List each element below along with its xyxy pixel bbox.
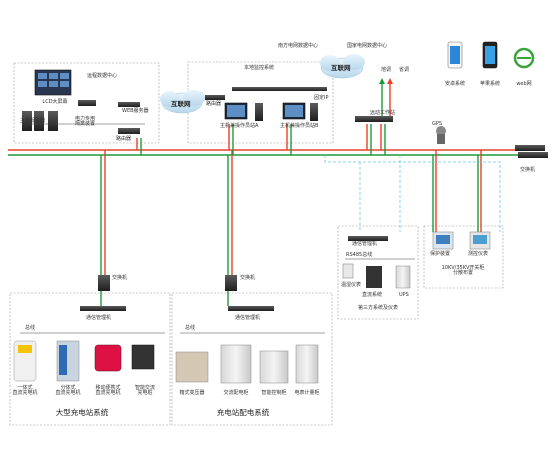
third-party-comm-label: 通信管理机 bbox=[352, 241, 378, 247]
distribution-item-2: 交流配电柜 bbox=[223, 390, 249, 396]
gps-label: GPS bbox=[432, 121, 443, 127]
frame-distribution bbox=[171, 292, 333, 426]
local-router bbox=[205, 95, 225, 100]
web-server-label: WEB服务器 bbox=[122, 108, 149, 114]
measure-label: 测控仪表 bbox=[468, 251, 489, 257]
server-1 bbox=[22, 111, 32, 131]
gps-device bbox=[436, 126, 446, 144]
switch-a-label: 交换机 bbox=[112, 275, 128, 281]
client-icons bbox=[447, 41, 535, 69]
switchgear-title: 10KV/35KV开关柜 分散布置 bbox=[441, 265, 485, 276]
frame-switchgear bbox=[423, 225, 504, 289]
charging-devices bbox=[13, 306, 165, 382]
lcd-label: LCD大屏幕 bbox=[42, 99, 68, 105]
charging-title: 大型充电站系统 bbox=[55, 408, 109, 417]
third-party-ups-label: UPS bbox=[399, 292, 409, 298]
grid-center-1: 南方电网数据中心 bbox=[278, 43, 319, 49]
distribution-item-4: 电表计量柜 bbox=[294, 390, 320, 396]
charging-item-3: 移动便携式 直流充电机 bbox=[95, 385, 121, 396]
internet-left-label: 互联网 bbox=[171, 100, 191, 108]
router-box bbox=[118, 128, 140, 134]
web-server-box bbox=[78, 100, 96, 106]
switchgear-devices bbox=[432, 231, 491, 250]
remote-workstation-label: 远动工作站 bbox=[370, 110, 396, 116]
ddp-label: 电力专用 隔离装置 bbox=[75, 116, 96, 127]
right-switch-box bbox=[515, 145, 545, 151]
client-web-label: web网 bbox=[516, 81, 532, 87]
server-2 bbox=[34, 111, 44, 131]
charging-item-4: 智能交流 充电桩 bbox=[134, 385, 156, 396]
third-party-bus-label: RS485总线 bbox=[346, 252, 373, 258]
local-router-label: 路由器 bbox=[206, 101, 222, 107]
remote-center-title: 运程数据中心 bbox=[87, 73, 118, 79]
ldl-c1: 地调 bbox=[381, 67, 392, 73]
distribution-item-1: 箱式变压器 bbox=[179, 390, 205, 396]
charging-item-2: 分体式 直流充电机 bbox=[55, 385, 81, 396]
right-switch-label: 交换机 bbox=[520, 167, 536, 173]
main-server-label: 主备服务器 bbox=[20, 118, 46, 124]
third-party-meter-label: 温湿仪表 bbox=[341, 282, 362, 288]
local-system-title: 本地监控系统 bbox=[244, 65, 275, 71]
ldl-c2: 省调 bbox=[399, 67, 410, 73]
server-3 bbox=[48, 111, 58, 131]
distribution-bus-label: 总线 bbox=[185, 325, 196, 331]
fixed-ip-label: 固定IP bbox=[314, 95, 329, 101]
grid-center-2: 国家电网数据中心 bbox=[347, 43, 388, 49]
cloud-internet-right bbox=[320, 54, 365, 79]
local-system-devices bbox=[205, 87, 327, 121]
client-android-label: 安卓系统 bbox=[444, 81, 466, 87]
remote-workstation-box bbox=[355, 116, 393, 122]
protect-label: 保护装置 bbox=[430, 251, 451, 257]
third-party-title: 第三方系统及仪表 bbox=[357, 305, 399, 311]
charging-comm-label: 通信管理机 bbox=[86, 315, 112, 321]
frame-charging bbox=[9, 292, 171, 426]
internet-right-label: 互联网 bbox=[331, 64, 351, 72]
host-b-label: 主机兼操作员站B bbox=[280, 123, 319, 129]
remote-center-devices bbox=[22, 69, 145, 134]
host-a-label: 主机兼操作员站A bbox=[220, 123, 259, 129]
remote-router-label: 路由器 bbox=[116, 136, 132, 142]
frame-remote-center bbox=[13, 62, 160, 144]
client-ios-label: 苹果系统 bbox=[479, 81, 501, 87]
distribution-comm-label: 通信管理机 bbox=[235, 315, 261, 321]
links bbox=[100, 80, 482, 306]
third-party-dc-label: 直流系统 bbox=[362, 292, 383, 298]
third-party-devices bbox=[342, 236, 415, 289]
charging-item-1: 一体式 直流充电机 bbox=[12, 385, 38, 396]
cloud-internet-left bbox=[160, 90, 205, 114]
switch-b-label: 交换机 bbox=[240, 275, 256, 281]
main-buses bbox=[8, 149, 530, 156]
cyan-links bbox=[324, 155, 501, 232]
distribution-devices bbox=[175, 306, 325, 384]
switch-a-box bbox=[98, 275, 110, 291]
charging-bus-label: 总线 bbox=[25, 325, 36, 331]
frame-third-party bbox=[337, 225, 419, 320]
distribution-title: 充电站配电系统 bbox=[216, 408, 270, 417]
switch-b-box bbox=[225, 275, 237, 291]
distribution-item-3: 智能控制柜 bbox=[261, 390, 287, 396]
local-switch bbox=[232, 87, 327, 91]
